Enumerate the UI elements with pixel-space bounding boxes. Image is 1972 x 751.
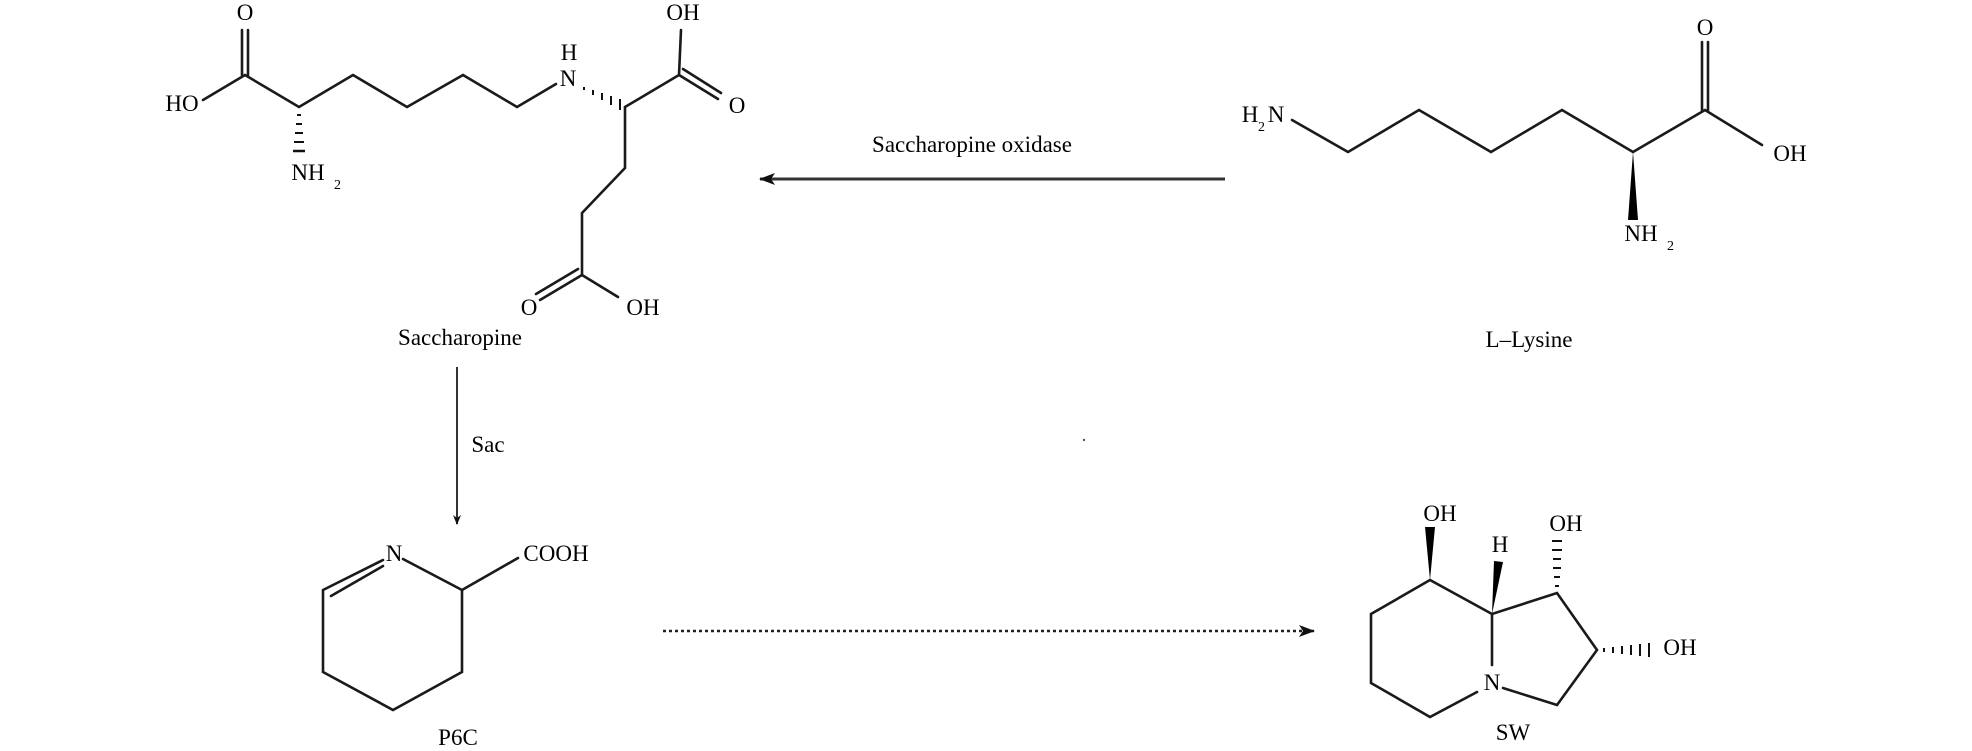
atom-label: NH	[291, 160, 324, 185]
atom-label: OH	[1423, 501, 1456, 526]
atom-label: COOH	[523, 541, 588, 566]
atom-label: OH	[666, 0, 699, 25]
compound-name-sw: SW	[1496, 720, 1531, 745]
atom-label: O	[729, 93, 746, 118]
atom-label: OH	[1773, 141, 1806, 166]
wedge-bond	[1492, 561, 1503, 614]
wedge-bond	[1628, 152, 1638, 220]
enzyme-label-sac: Sac	[471, 432, 504, 457]
compound-name-p6c: P6C	[438, 725, 478, 750]
atom-label: OH	[626, 295, 659, 320]
atom-subscript: 2	[1667, 239, 1674, 254]
atom-label: H	[1242, 102, 1259, 127]
atom-label: NH	[1624, 221, 1657, 246]
atom-label: O	[1697, 15, 1714, 40]
enzyme-label-saccharopine-oxidase: Saccharopine oxidase	[872, 132, 1072, 157]
atom-label: HO	[165, 91, 198, 116]
atom-label: N	[1484, 670, 1501, 695]
atom-label: H	[1492, 532, 1509, 557]
sw-structure: OH H OH OH N SW	[1369, 501, 1697, 745]
atom-subscript: 2	[334, 178, 341, 193]
atom-subscript: 2	[1258, 120, 1265, 135]
lysine-structure: H 2 N O OH NH 2 L–Lysine	[1242, 15, 1807, 352]
atom-label: N	[560, 66, 577, 91]
stray-dot	[1082, 438, 1086, 442]
hashed-bond	[293, 87, 621, 153]
hashed-bond	[1552, 540, 1650, 657]
atom-label: N	[386, 541, 403, 566]
saccharopine-structure: O HO NH 2 N H OH O O OH Saccharopine	[165, 0, 745, 350]
atom-label: N	[1268, 102, 1285, 127]
atom-label: O	[237, 0, 254, 25]
compound-name-saccharopine: Saccharopine	[398, 325, 522, 350]
atom-label: OH	[1663, 635, 1696, 660]
wedge-bond	[1425, 527, 1435, 580]
atom-label: OH	[1549, 511, 1582, 536]
saccharopine-bonds	[201, 28, 723, 302]
atom-label: O	[521, 295, 538, 320]
compound-name-lysine: L–Lysine	[1486, 327, 1573, 352]
p6c-structure: N COOH P6C	[321, 541, 589, 750]
atom-label: H	[561, 40, 578, 65]
